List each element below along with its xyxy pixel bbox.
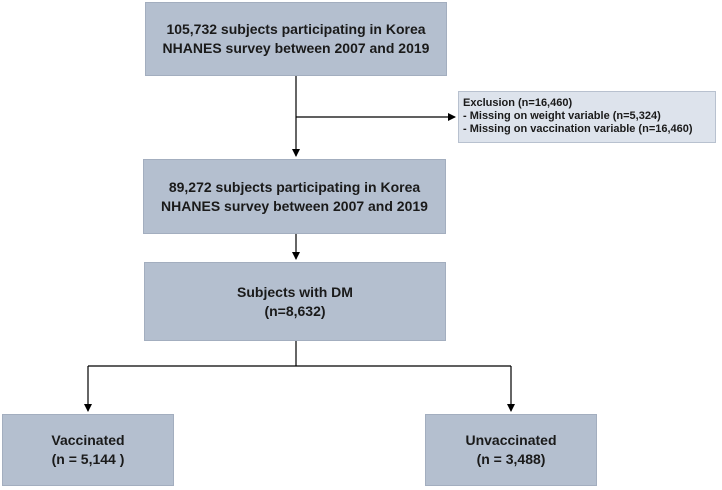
dm-subjects-box: Subjects with DM (n=8,632)	[144, 262, 446, 341]
exclusion-item-weight: - Missing on weight variable (n=5,324)	[463, 110, 661, 122]
unvaccinated-box: Unvaccinated (n = 3,488)	[425, 414, 597, 486]
exclusion-box: Exclusion (n=16,460) - Missing on weight…	[458, 91, 716, 143]
initial-cohort-line1: 105,732 subjects participating in Korea	[166, 21, 426, 37]
dm-subjects-line1: Subjects with DM	[237, 283, 353, 300]
eligible-cohort-line1: 89,272 subjects participating in Korea	[168, 178, 421, 195]
exclusion-item-vaccination: - Missing on vaccination variable (n=16,…	[463, 123, 693, 135]
unvaccinated-count: (n = 3,488)	[476, 451, 546, 467]
vaccinated-count: (n = 5,144 )	[51, 451, 125, 467]
unvaccinated-label: Unvaccinated	[465, 432, 557, 448]
dm-subjects-line2: (n=8,632)	[264, 302, 326, 319]
initial-cohort-box: 105,732 subjects participating in Korea …	[145, 2, 447, 76]
vaccinated-box: Vaccinated (n = 5,144 )	[2, 414, 174, 486]
eligible-cohort-line2: NHANES survey between 2007 and 2019	[161, 197, 428, 214]
exclusion-title: Exclusion (n=16,460)	[463, 97, 573, 109]
initial-cohort-line2: NHANES survey between 2007 and 2019	[162, 40, 430, 56]
eligible-cohort-box: 89,272 subjects participating in Korea N…	[143, 159, 446, 234]
vaccinated-label: Vaccinated	[51, 432, 125, 448]
